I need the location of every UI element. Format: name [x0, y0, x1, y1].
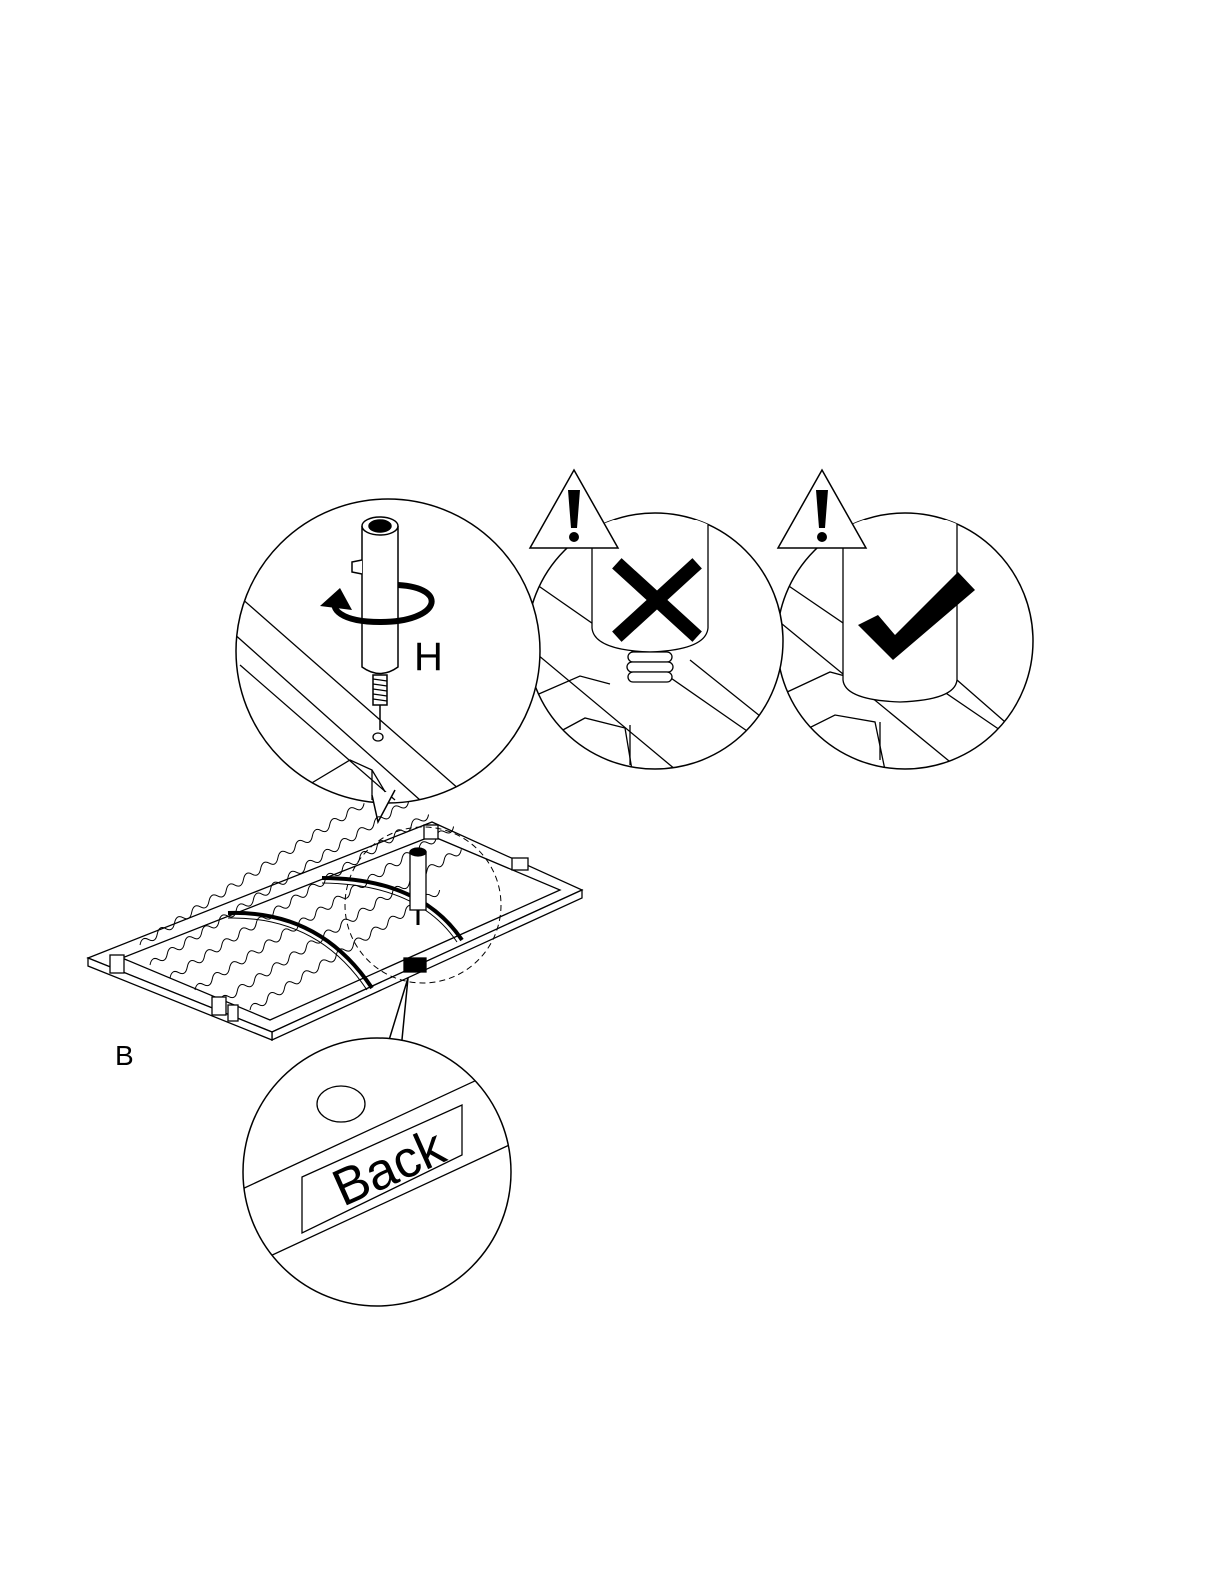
detail-circle-back-marking: Back — [240, 1038, 520, 1306]
detail-circle-install-leg: H — [232, 499, 540, 803]
part-label-h: H — [414, 635, 443, 679]
part-label-b: B — [115, 1040, 134, 1071]
callout-pointer-top — [372, 790, 395, 822]
warning-triangle-icon — [530, 470, 618, 548]
detail-circle-correct — [765, 513, 1033, 770]
warning-triangle-icon — [778, 470, 866, 548]
seat-frame-b — [88, 801, 582, 1040]
detail-circle-incorrect — [520, 513, 790, 790]
